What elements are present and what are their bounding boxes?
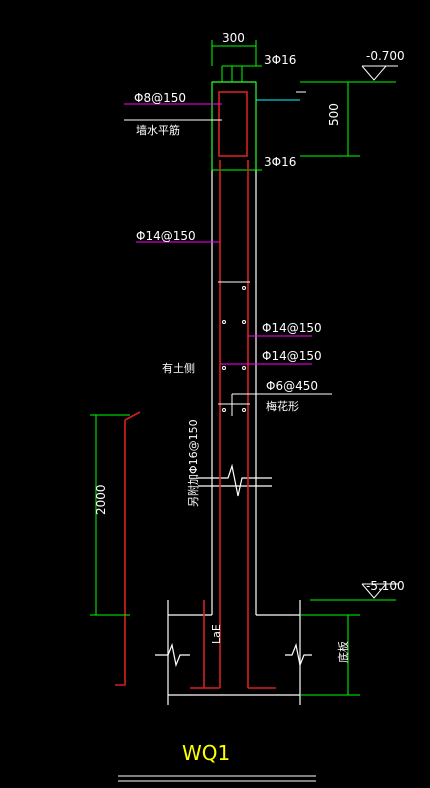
tie-dot [242, 286, 246, 290]
vertical-right-2-label: Φ14@150 [262, 349, 322, 363]
dim-300-label: 300 [222, 31, 245, 45]
dowel-extent [115, 420, 126, 686]
foundation-label: 底板 [336, 641, 350, 663]
elevation-top-label: -0.700 [366, 49, 405, 63]
tie-label: Φ6@450 [266, 379, 318, 393]
elevation-markers [361, 65, 398, 599]
rebar-group [115, 91, 276, 689]
leaders [124, 91, 332, 416]
dim-2000-label: 2000 [94, 484, 108, 515]
dowel-extent-tip [124, 411, 141, 421]
slab-break-right [285, 642, 312, 668]
dowel-note-label: 另附加Φ16@150 [186, 419, 200, 507]
elev-top-triangle [361, 65, 388, 81]
band-stirrup-label: Φ8@150 [134, 91, 186, 105]
dimensions [90, 40, 396, 696]
ties [218, 281, 250, 412]
vertical-right-1-label: Φ14@150 [262, 321, 322, 335]
tie-pattern-label: 梅花形 [266, 399, 299, 413]
bar-dot [222, 408, 226, 412]
top-bars-label: 3Φ16 [264, 53, 296, 67]
bar-dot [222, 366, 226, 370]
bar-dot [242, 320, 246, 324]
band-stirrup [218, 91, 248, 157]
top-band [211, 65, 262, 171]
elevation-bottom-label: -5.100 [366, 579, 405, 593]
vertical-left-label: Φ14@150 [136, 229, 196, 243]
bar-dot [222, 320, 226, 324]
soil-side-label: 有土侧 [162, 361, 195, 375]
bar-dot [242, 408, 246, 412]
wall-break-mark [198, 463, 272, 497]
wall-horizontal-label: 墙水平筋 [136, 123, 180, 137]
dim-500-label: 500 [327, 103, 341, 126]
anchorage-label: LaE [210, 624, 223, 644]
bottom-bars-label: 3Φ16 [264, 155, 296, 169]
bar-dot [242, 366, 246, 370]
drawing-title: WQ1 [182, 741, 230, 765]
wall-outline [155, 81, 312, 705]
slab-break-left [155, 642, 190, 668]
